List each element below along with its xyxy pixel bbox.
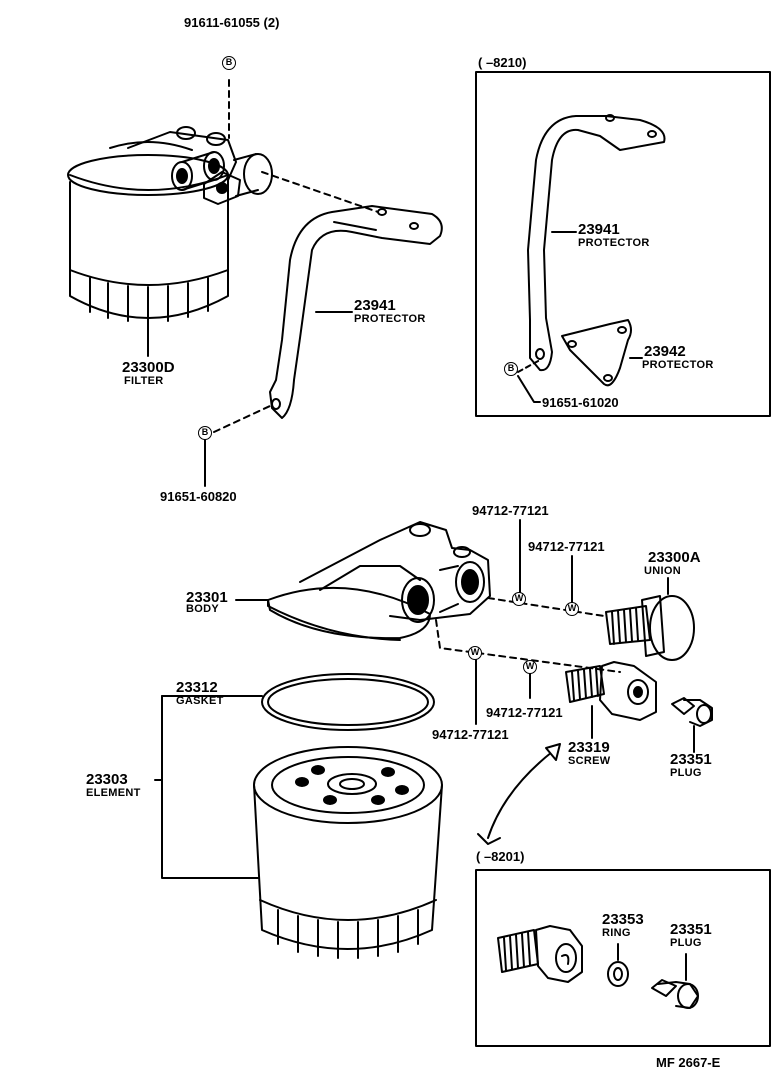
plug-main-part-number: 23351 (670, 751, 712, 768)
union-part-name: UNION (644, 565, 681, 577)
filter-part-name: FILTER (124, 375, 164, 387)
washer-3-part-number: 94712-77121 (432, 727, 509, 742)
filter-assembly-drawing (67, 126, 273, 323)
washer-marker-3: W (468, 646, 482, 660)
ring-inset-drawing (607, 961, 629, 987)
protector-main-drawing (269, 205, 443, 419)
washer-1-part-number: 94712-77121 (472, 503, 549, 518)
body-drawing (267, 521, 491, 641)
washer-marker-1: W (512, 592, 526, 606)
washer-marker-2: W (565, 602, 579, 616)
union-drawing (605, 595, 695, 661)
filter-part-number: 23300D (122, 359, 175, 376)
protector-inset-name: PROTECTOR (578, 237, 650, 249)
bolt-inset-part-number: 91651-61020 (542, 395, 619, 410)
plug-inset-part-number: 23351 (670, 921, 712, 938)
plug-inset-drawing (651, 979, 699, 1009)
element-drawing (253, 746, 443, 959)
bolt-marker-inset: B (504, 362, 518, 376)
ring-part-name: RING (602, 927, 631, 939)
screw-part-number: 23319 (568, 739, 610, 756)
washer-4-part-number: 94712-77121 (486, 705, 563, 720)
plug-main-part-name: PLUG (670, 767, 702, 779)
screw-part-name: SCREW (568, 755, 611, 767)
screw-inset-drawing (497, 925, 583, 983)
protector-inset-drawing (527, 114, 666, 387)
gasket-part-name: GASKET (176, 695, 224, 707)
washer-marker-4: W (523, 660, 537, 674)
upper-inset-range: ( –8210) (478, 55, 527, 70)
protector-bracket-number: 23942 (644, 343, 686, 360)
ring-part-number: 23353 (602, 911, 644, 928)
protector-main-number: 23941 (354, 297, 396, 314)
figure-code: MF 2667-E (656, 1055, 721, 1070)
gasket-part-number: 23312 (176, 679, 218, 696)
screw-drawing (565, 661, 657, 721)
protector-bracket-name: PROTECTOR (642, 359, 714, 371)
bolt-marker-top: B (222, 56, 236, 70)
plug-main-drawing (671, 697, 713, 727)
lower-inset-range: ( –8201) (476, 849, 525, 864)
body-part-number: 23301 (186, 589, 228, 606)
union-part-number: 23300A (648, 549, 701, 566)
protector-inset-number: 23941 (578, 221, 620, 238)
protector-main-name: PROTECTOR (354, 313, 426, 325)
bolt-protector-part-number: 91651-60820 (160, 489, 237, 504)
body-part-name: BODY (186, 603, 219, 615)
element-part-number: 23303 (86, 771, 128, 788)
washer-2-part-number: 94712-77121 (528, 539, 605, 554)
bolt-marker-protector: B (198, 426, 212, 440)
plug-inset-part-name: PLUG (670, 937, 702, 949)
bolt-top-part-number: 91611-61055 (2) (184, 15, 280, 30)
element-part-name: ELEMENT (86, 787, 141, 799)
